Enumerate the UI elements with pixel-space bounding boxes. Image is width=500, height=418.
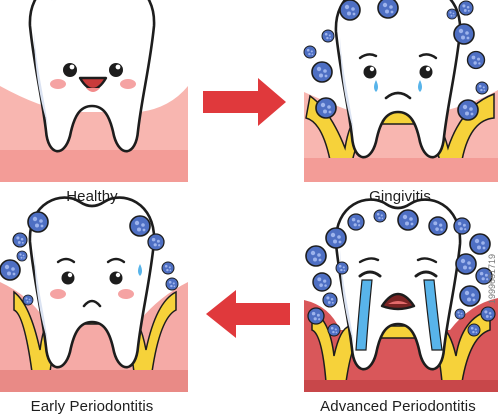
right-tear-stream [423, 279, 443, 351]
stage-label-early-periodontitis: Early Periodontitis [30, 398, 154, 415]
stage-label-gingivitis: Gingivitis [369, 188, 431, 205]
arrow-left-icon [206, 290, 290, 338]
stage-label-healthy: Healthy [66, 188, 118, 205]
advanced-periodontitis-panel [304, 198, 498, 392]
left-tear-stream [355, 279, 373, 351]
right-eye [109, 63, 123, 77]
arrow-right-icon [203, 78, 286, 126]
early-periodontitis-panel [0, 196, 188, 392]
healthy-panel [0, 0, 188, 182]
gingivitis-panel [303, 0, 498, 182]
stock-id-watermark: 1999681719 [487, 253, 497, 304]
frown [384, 91, 412, 100]
stage-label-advanced-periodontitis: Advanced Periodontitis [320, 398, 476, 415]
left-eye [63, 63, 77, 77]
